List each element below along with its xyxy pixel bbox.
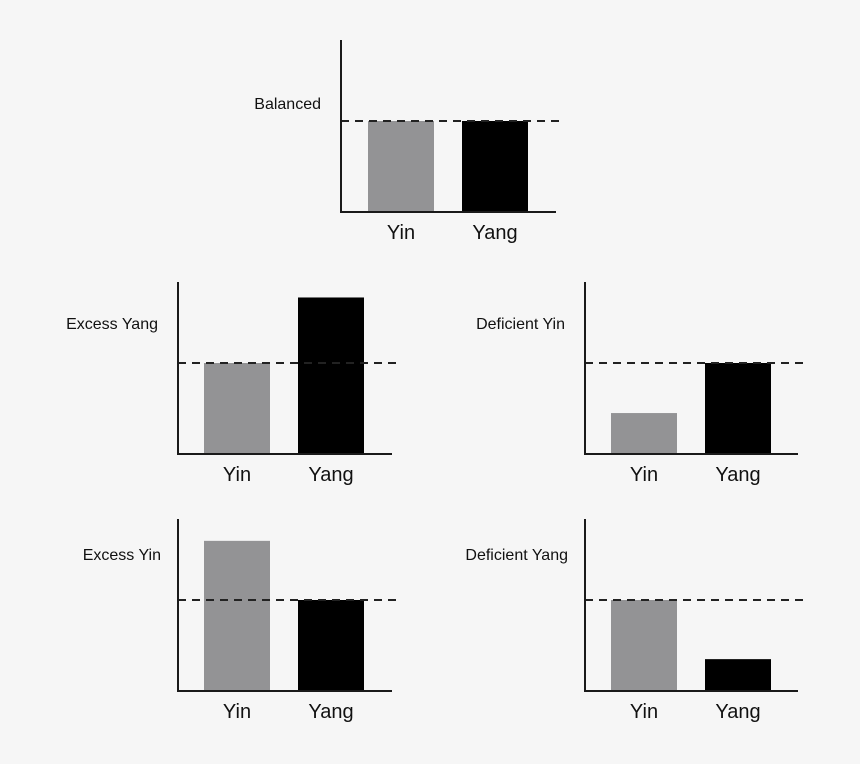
tick-label-yin: Yin <box>223 464 251 486</box>
bar-yin <box>204 540 270 691</box>
tick-label-yin: Yin <box>630 701 658 723</box>
chart-title: Balanced <box>254 96 321 113</box>
tick-label-yang: Yang <box>308 701 353 723</box>
tick-label-yang: Yang <box>308 464 353 486</box>
tick-label-yang: Yang <box>472 222 517 244</box>
chart-title: Excess Yang <box>66 316 158 333</box>
tick-label-yin: Yin <box>387 222 415 244</box>
chart-title: Deficient Yang <box>465 547 568 564</box>
tick-label-yang: Yang <box>715 464 760 486</box>
chart-title: Deficient Yin <box>476 316 565 333</box>
bar-yin <box>368 121 434 212</box>
bar-yang <box>705 363 771 454</box>
bar-yang <box>298 600 364 691</box>
bar-yang <box>705 659 771 691</box>
bar-yin <box>204 363 270 454</box>
tick-label-yin: Yin <box>223 701 251 723</box>
tick-label-yang: Yang <box>715 701 760 723</box>
tick-label-yin: Yin <box>630 464 658 486</box>
bar-yang <box>298 297 364 454</box>
bar-yin <box>611 413 677 454</box>
bar-yin <box>611 600 677 691</box>
bar-yang <box>462 121 528 212</box>
chart-title: Excess Yin <box>83 547 161 564</box>
